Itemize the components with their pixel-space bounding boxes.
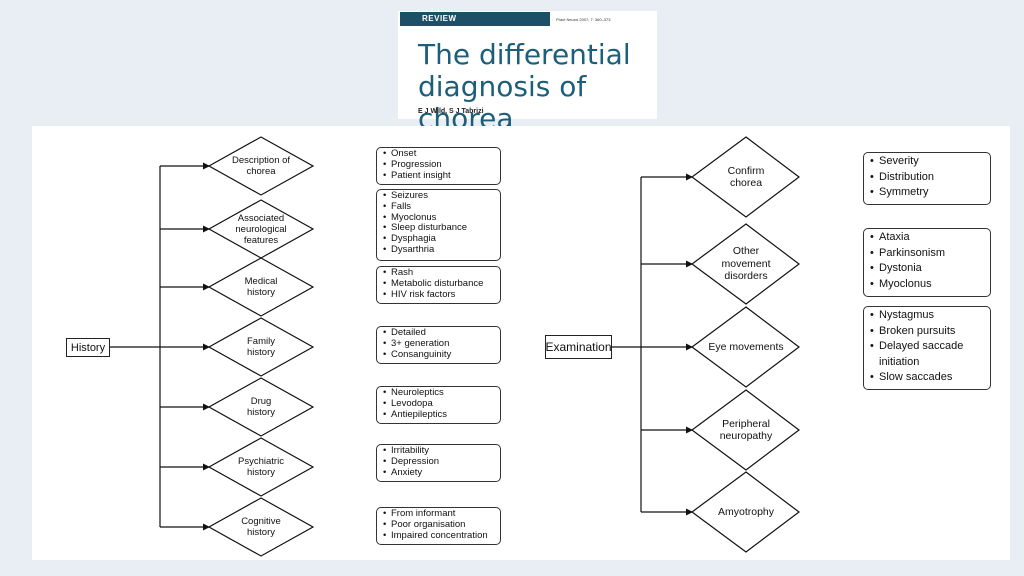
bullets-confirm-chorea: Severity Distribution Symmetry bbox=[863, 152, 991, 205]
list-item: Rash bbox=[383, 267, 494, 279]
list-item: 3+ generation bbox=[383, 338, 494, 350]
list-item: Depression bbox=[383, 456, 494, 468]
diamond-drug-history: Drug history bbox=[247, 396, 275, 418]
list-item: Antiepileptics bbox=[383, 409, 494, 421]
list-item: Distribution bbox=[870, 170, 984, 186]
diamond-amyotrophy: Amyotrophy bbox=[717, 505, 775, 518]
list-item: Falls bbox=[383, 201, 494, 213]
list-item: Poor organisation bbox=[383, 519, 494, 531]
diamond-description-of-chorea: Description of chorea bbox=[231, 155, 291, 177]
list-item: Parkinsonism bbox=[870, 246, 984, 262]
list-item: Dysphagia bbox=[383, 233, 494, 245]
bullets-psychiatric-history: Irritability Depression Anxiety bbox=[376, 444, 501, 482]
list-item: Irritability bbox=[383, 445, 494, 457]
diamond-medical-history: Medical history bbox=[244, 276, 278, 298]
list-item: Slow saccades bbox=[870, 370, 984, 386]
list-item: Anxiety bbox=[383, 467, 494, 479]
paper-authors: E J Wild, S J Tabrizi bbox=[418, 108, 484, 115]
list-item: Myoclonus bbox=[383, 212, 494, 224]
history-root: History bbox=[66, 338, 110, 357]
list-item: Onset bbox=[383, 148, 494, 160]
paper-title: The differential diagnosis of chorea bbox=[418, 38, 631, 135]
list-item: Sleep disturbance bbox=[383, 223, 494, 234]
diamond-family-history: Family history bbox=[247, 336, 275, 358]
bullets-description-of-chorea: Onset Progression Patient insight bbox=[376, 147, 501, 185]
list-item: Ataxia bbox=[870, 230, 984, 246]
list-item: Broken pursuits bbox=[870, 324, 984, 340]
list-item: Progression bbox=[383, 159, 494, 171]
list-item: Consanguinity bbox=[383, 349, 494, 361]
diamond-psychiatric-history: Psychiatric history bbox=[238, 456, 284, 478]
section-label: REVIEW bbox=[400, 12, 550, 26]
list-item: Neuroleptics bbox=[383, 387, 494, 399]
diamond-eye-movements: Eye movements bbox=[708, 340, 784, 353]
list-item: From informant bbox=[383, 508, 494, 520]
list-item: Symmetry bbox=[870, 185, 984, 201]
bullets-associated-neurological-features: Seizures Falls Myoclonus Sleep disturban… bbox=[376, 189, 501, 261]
flowchart: History Description of chorea Associated… bbox=[32, 126, 1010, 560]
list-item: Metabolic disturbance bbox=[383, 278, 494, 290]
list-item: Detailed bbox=[383, 327, 494, 339]
list-item: HIV risk factors bbox=[383, 289, 494, 301]
list-item: Levodopa bbox=[383, 398, 494, 410]
bullets-drug-history: Neuroleptics Levodopa Antiepileptics bbox=[376, 386, 501, 424]
diamond-associated-neurological-features: Associated neurological features bbox=[235, 212, 287, 246]
list-item: Dystonia bbox=[870, 261, 984, 277]
bullets-family-history: Detailed 3+ generation Consanguinity bbox=[376, 326, 501, 364]
examination-root: Examination bbox=[545, 335, 612, 359]
list-item: Nystagmus bbox=[870, 308, 984, 324]
diamond-peripheral-neuropathy: Peripheral neuropathy bbox=[719, 417, 773, 443]
bullets-other-movement-disorders: Ataxia Parkinsonism Dystonia Myoclonus bbox=[863, 228, 991, 297]
diamond-confirm-chorea: Confirm chorea bbox=[727, 164, 765, 190]
bullets-cognitive-history: From informant Poor organisation Impaire… bbox=[376, 507, 501, 545]
list-item: Delayed saccade initiation bbox=[870, 339, 984, 370]
list-item: Severity bbox=[870, 154, 984, 170]
bullets-medical-history: Rash Metabolic disturbance HIV risk fact… bbox=[376, 266, 501, 304]
list-item: Patient insight bbox=[383, 170, 494, 182]
list-item: Myoclonus bbox=[870, 277, 984, 293]
bullets-eye-movements: Nystagmus Broken pursuits Delayed saccad… bbox=[863, 306, 991, 390]
list-item: Impaired concentration bbox=[383, 530, 494, 542]
diamond-cognitive-history: Cognitive history bbox=[241, 516, 281, 538]
journal-citation: Pract Neurol 2007; 7: 360–373 bbox=[556, 17, 611, 22]
list-item: Dysarthria bbox=[383, 244, 494, 256]
flowchart-lines bbox=[110, 136, 800, 557]
diamond-other-movement-disorders: Other movement disorders bbox=[721, 245, 771, 283]
list-item: Seizures bbox=[383, 190, 494, 202]
paper-header: REVIEW Pract Neurol 2007; 7: 360–373 The… bbox=[398, 11, 657, 135]
